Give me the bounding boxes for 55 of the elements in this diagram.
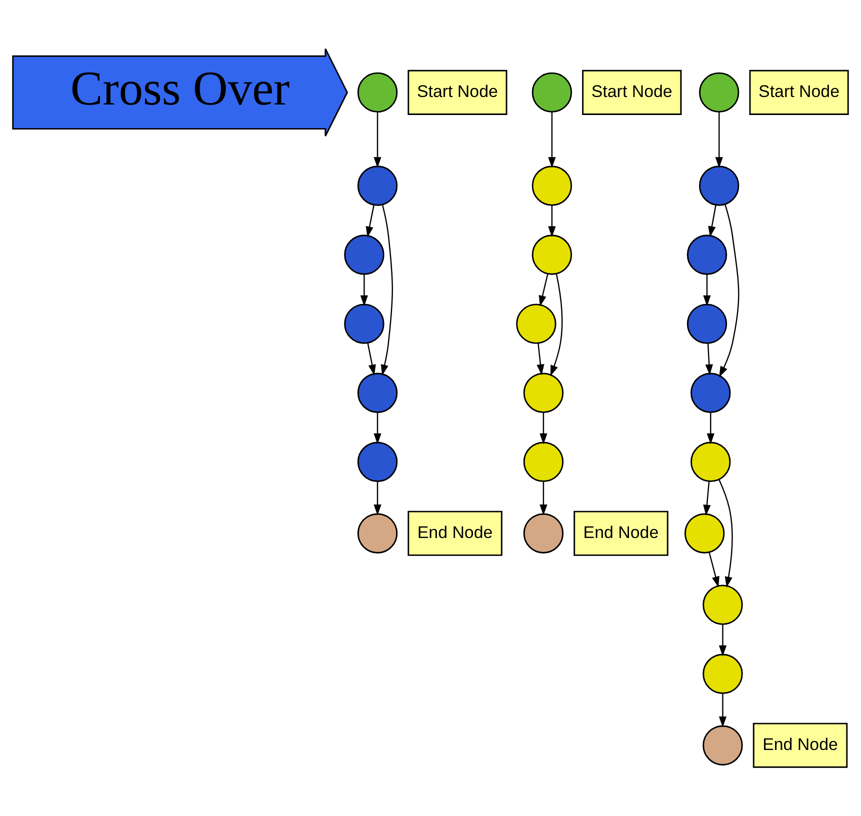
node-label: Start Node <box>416 82 498 101</box>
arrow <box>718 694 727 728</box>
arrow <box>548 112 556 168</box>
node-circle <box>516 304 556 344</box>
arrow <box>374 112 382 168</box>
node-circle <box>698 72 740 113</box>
node-circle <box>690 442 731 482</box>
node-circle <box>532 166 572 206</box>
node-circle <box>702 584 743 625</box>
arrow <box>540 482 548 516</box>
node-circle <box>532 72 572 113</box>
node-circle <box>344 234 384 275</box>
node-circle <box>690 372 731 413</box>
arrow <box>540 412 548 444</box>
node-circle <box>523 372 564 413</box>
arrow <box>715 112 723 168</box>
node-circle <box>702 725 743 766</box>
arrow <box>719 204 740 378</box>
node-circle <box>684 513 725 554</box>
arrow <box>718 479 733 588</box>
node-circle <box>357 372 398 413</box>
node-circle <box>357 442 398 482</box>
arrow <box>550 274 563 376</box>
arrow <box>380 204 393 376</box>
node-circle <box>698 166 740 206</box>
arrow <box>703 481 711 516</box>
node-label: End Node <box>417 522 493 542</box>
node-label: End Node <box>762 734 838 754</box>
arrow <box>708 552 720 588</box>
arrow <box>718 624 727 656</box>
arrow <box>548 205 556 238</box>
arrow <box>703 274 711 306</box>
node-label: Start Node <box>758 82 840 101</box>
node-circle <box>686 234 728 275</box>
node-circle <box>344 304 384 344</box>
node-circle <box>357 166 398 206</box>
node-circle <box>357 513 398 554</box>
arrow <box>708 205 716 238</box>
arrow <box>705 343 713 376</box>
node-circle <box>702 654 743 694</box>
arrow <box>374 482 382 516</box>
arrow <box>538 274 548 306</box>
node-circle <box>686 304 728 344</box>
node-circle <box>523 442 564 482</box>
node-circle <box>532 234 572 275</box>
node-label: End Node <box>583 522 659 542</box>
arrow <box>536 343 544 376</box>
node-label: Start Node <box>591 82 672 101</box>
node-circle <box>357 72 398 113</box>
arrow <box>706 412 714 444</box>
arrow <box>360 274 368 306</box>
arrow <box>367 342 376 376</box>
arrow <box>366 204 375 238</box>
node-circle <box>523 513 564 554</box>
arrow <box>374 412 382 444</box>
